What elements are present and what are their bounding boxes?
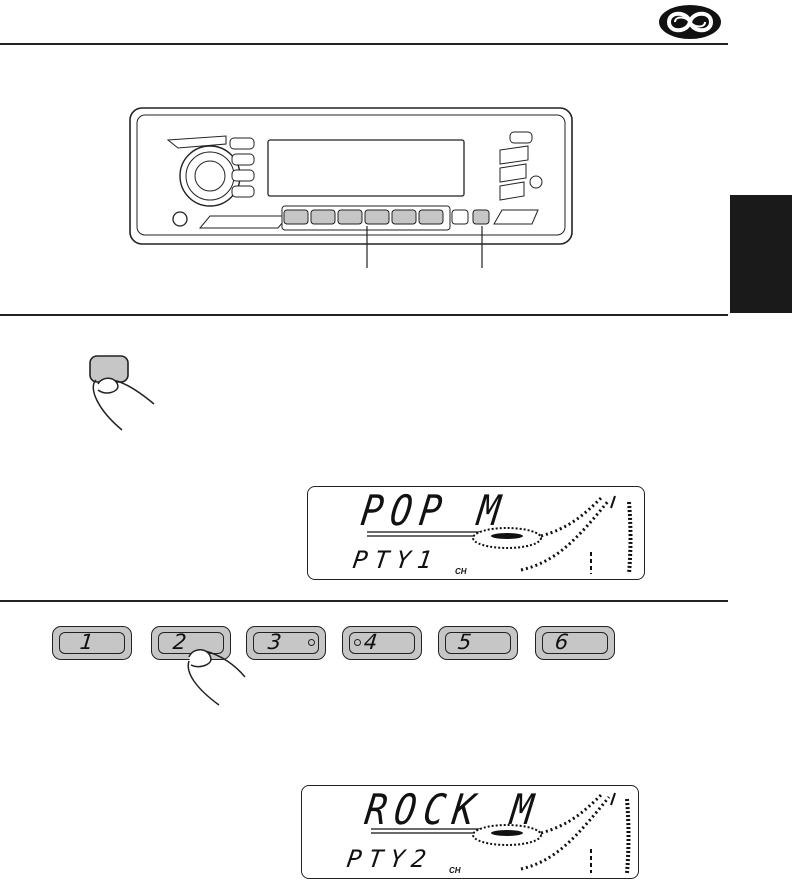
language-section-tab <box>730 195 792 313</box>
lcd-ch-indicator: CH <box>455 567 467 576</box>
unit-preset-buttons[interactable] <box>282 208 450 232</box>
preset-label: 5 <box>457 630 473 654</box>
preset-button-6[interactable]: 6 <box>535 626 615 660</box>
preset-button-5[interactable]: 5 <box>438 626 518 660</box>
lcd-display-pty1: POP M PTY1 CH <box>307 486 645 580</box>
section-rule-2 <box>0 600 728 602</box>
double-loop-logo-icon <box>657 3 723 41</box>
lcd-pty-number: PTY1 <box>351 546 441 574</box>
preset-dot-indicator <box>354 639 361 646</box>
preset-button-4[interactable]: 4 <box>342 626 422 660</box>
preset-button-1[interactable]: 1 <box>52 626 132 660</box>
preset-label: 1 <box>79 630 95 654</box>
lcd-main-text: ROCK M <box>362 785 544 834</box>
finger-press-icon <box>183 643 263 707</box>
finger-press-icon <box>82 352 162 436</box>
preset-dot-indicator <box>308 639 315 646</box>
section-rule-1 <box>0 314 728 316</box>
preset-label: 3 <box>267 630 283 654</box>
lcd-ch-indicator: CH <box>449 866 461 875</box>
preset-label: 6 <box>554 630 570 654</box>
preset-label: 4 <box>363 630 379 654</box>
lcd-pty-number: PTY2 <box>345 845 435 873</box>
lcd-main-text: POP M <box>358 486 511 535</box>
header-rule <box>0 43 728 45</box>
unit-pty-button[interactable] <box>473 208 491 226</box>
lcd-display-pty2: ROCK M PTY2 CH <box>301 785 639 879</box>
